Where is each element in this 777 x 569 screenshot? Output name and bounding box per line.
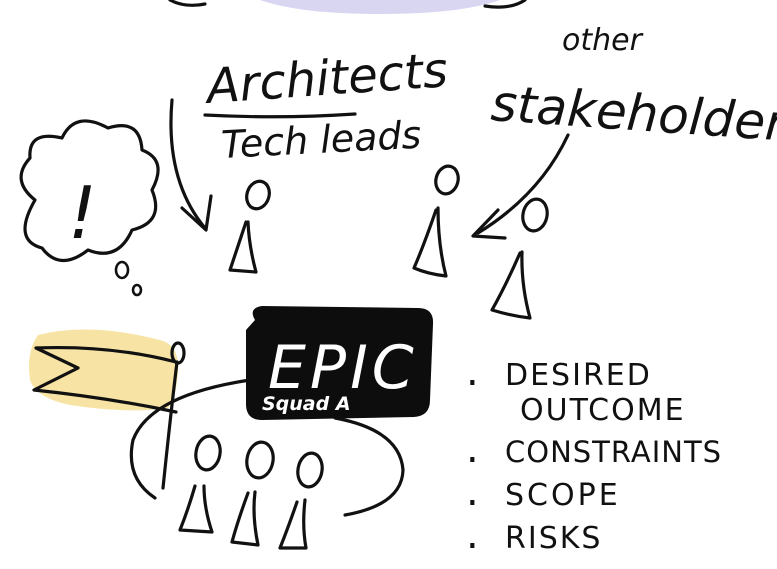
thought-bubble-2: [131, 283, 143, 297]
tech-leads-label: Tech leads: [220, 113, 422, 167]
flag: [29, 329, 186, 490]
stakeholders-label: stakeholders: [489, 74, 777, 154]
epic-label: EPIC: [268, 333, 418, 403]
thought-bubble-1: [114, 260, 130, 280]
checklist-text: DESIRED: [505, 358, 652, 393]
flag-pole: [161, 360, 179, 490]
epic-box: EPIC Squad A: [246, 306, 434, 420]
checklist-item-risks: . RISKS: [466, 512, 602, 558]
stakeholders-group: other stakeholders: [412, 23, 777, 320]
bullet: .: [466, 512, 479, 558]
checklist-text: SCOPE: [505, 478, 621, 513]
bullet: .: [466, 426, 479, 472]
checklist-item-desired-outcome: . DESIRED OUTCOME: [466, 349, 686, 428]
top-highlight-shape: [168, 0, 527, 14]
checklist-continuation: OUTCOME: [520, 393, 686, 428]
thought-exclamation: !: [68, 171, 97, 255]
flag-cloth: [32, 345, 178, 414]
checklist-item-constraints: . CONSTRAINTS: [466, 426, 722, 472]
thought-cloud: !: [19, 119, 160, 297]
flag-highlight: [29, 329, 179, 411]
squad-boundary: [129, 378, 405, 517]
squad-label: Squad A: [262, 393, 351, 415]
checklist-item-scope: . SCOPE: [466, 469, 621, 515]
bullet: .: [466, 469, 479, 515]
bullet: .: [466, 349, 479, 395]
arrow-to-stakeholders: [476, 133, 570, 235]
architects-group: Architects Tech leads: [169, 42, 450, 274]
other-label: other: [562, 23, 644, 58]
checklist-text: RISKS: [505, 521, 602, 556]
stakeholder-figure-1: [412, 164, 460, 278]
architects-label: Architects: [202, 42, 450, 115]
checklist: . DESIRED OUTCOME . CONSTRAINTS . SCOPE …: [466, 349, 722, 558]
architect-figure: [228, 179, 271, 274]
checklist-text: CONSTRAINTS: [505, 435, 722, 469]
arrow-to-architect: [169, 98, 207, 230]
squad-member-3: [278, 451, 324, 550]
squad-member-2: [230, 440, 275, 547]
squad-member-1: [178, 434, 222, 534]
stakeholder-figure-2: [490, 197, 549, 320]
